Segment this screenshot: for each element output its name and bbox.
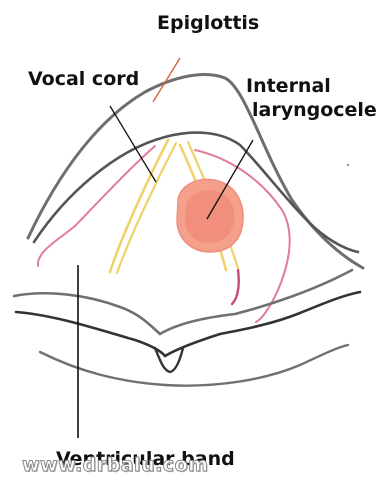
- lower-floor-outline: [40, 345, 348, 386]
- ventricular-band-upper-outline: [14, 270, 352, 334]
- label-vocal-cord: Vocal cord: [28, 68, 139, 91]
- ventricular-band-middle-outline: [16, 292, 360, 356]
- vocal-cord-left-b: [117, 143, 176, 273]
- watermark: www.drbalu.com: [22, 454, 208, 476]
- pink-curl: [232, 270, 239, 304]
- vocal-cord-pointer: [110, 106, 156, 182]
- label-laryngocele: laryngocele: [252, 99, 376, 122]
- label-internal: Internal: [246, 75, 331, 98]
- laryngocele-core: [185, 190, 234, 243]
- label-epiglottis: Epiglottis: [157, 12, 259, 35]
- stray-dot: [347, 164, 349, 166]
